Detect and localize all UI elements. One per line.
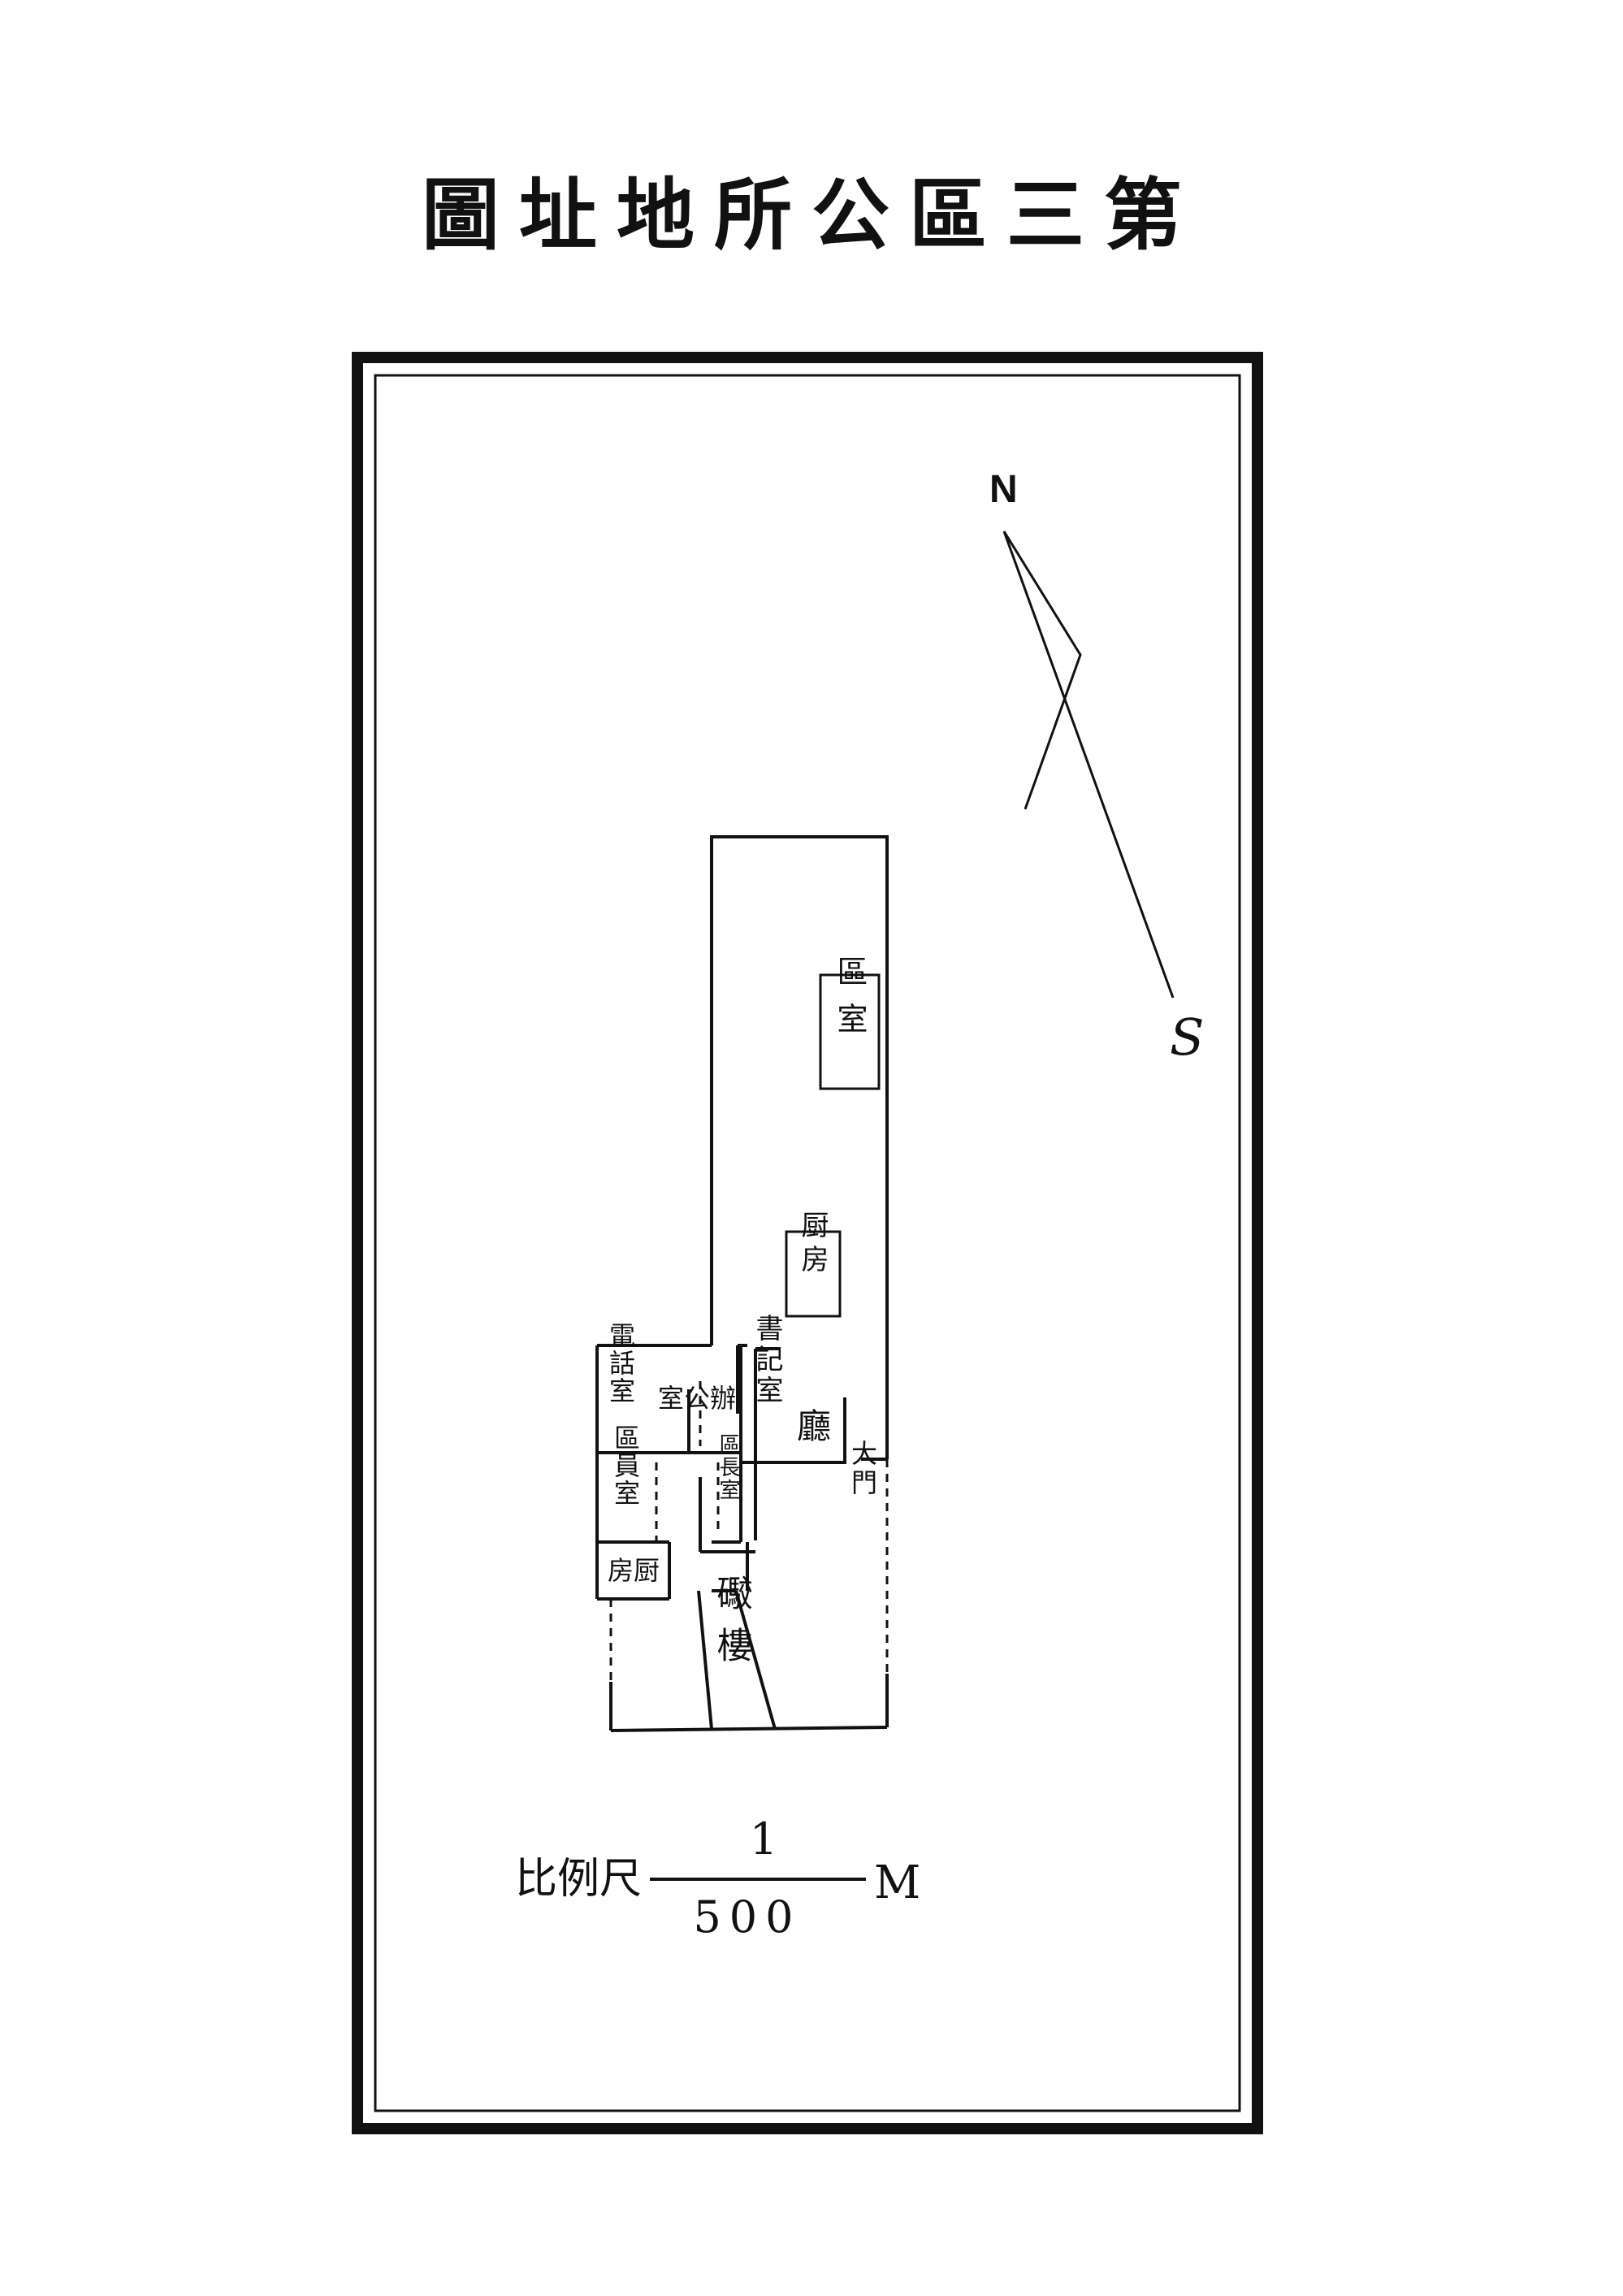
inner-frame — [374, 374, 1241, 2112]
room-label-office: 室公辦 — [658, 1383, 736, 1414]
building-dashed-lines — [609, 1381, 889, 1682]
outer-frame — [352, 352, 1263, 2134]
room-label-kitchen-lower: 房厨 — [608, 1555, 660, 1586]
compass: N S — [989, 468, 1204, 1067]
scale-label: 比例尺 — [515, 1855, 642, 1904]
room-label-telegraph: 電話室 — [605, 1322, 636, 1405]
room-label-hall: 區室 — [832, 955, 868, 1050]
south-label: S — [1170, 1007, 1204, 1067]
scale-unit: M — [874, 1856, 920, 1909]
kitchen-upper-box — [785, 1230, 842, 1318]
scale-bar: 比例尺 1 500 M — [515, 1813, 920, 1943]
room-label-gate: 大門 — [847, 1440, 878, 1498]
room-label-secretary: 書記室 — [751, 1314, 783, 1406]
room-label-chief: 區長室 — [716, 1433, 740, 1501]
north-label: N — [989, 468, 1018, 511]
page-title: 圖址地所公區三第 — [422, 169, 1201, 261]
scale-denominator: 500 — [693, 1891, 801, 1943]
room-label-kitchen-upper: 厨房 — [796, 1211, 829, 1279]
hall-room-box — [819, 973, 881, 1090]
scale-numerator: 1 — [750, 1813, 777, 1865]
building-outline — [595, 835, 889, 1732]
room-label-member: 區員室 — [610, 1424, 641, 1507]
room-label-guard: 廳 — [797, 1406, 831, 1446]
room-label-tower: 礮樓 — [711, 1575, 752, 1679]
